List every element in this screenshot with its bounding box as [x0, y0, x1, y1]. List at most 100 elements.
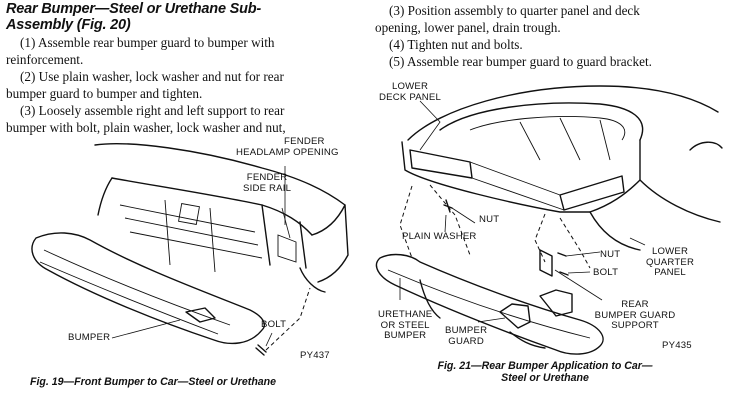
- step-line: (5) Assemble rear bumper guard to guard …: [389, 54, 652, 69]
- leader-nut1: [451, 207, 476, 224]
- fig21-label-bolt: BOLT: [593, 267, 619, 278]
- section-heading: Rear Bumper—Steel or Urethane Sub- Assem…: [6, 1, 356, 33]
- trunk-opening: [439, 102, 644, 141]
- step-line: (2) Use plain washer, lock washer and nu…: [20, 69, 284, 84]
- leader-quarter: [629, 237, 646, 246]
- fig19-code: PY437: [300, 350, 330, 361]
- leader-washer: [444, 214, 447, 233]
- label-line: LOWER: [651, 246, 689, 257]
- right-support-path: [534, 213, 546, 263]
- bracket: [178, 203, 200, 225]
- leader-bumper: [111, 319, 181, 339]
- leader-bolt: [265, 332, 273, 347]
- leader-rail: [281, 207, 291, 239]
- fender-lower: [299, 267, 326, 293]
- fig19-label-headlamp: FENDER HEADLAMP OPENING: [236, 136, 339, 158]
- label-line: SUPPORT: [611, 320, 659, 331]
- leader-support: [554, 269, 603, 301]
- grille-left: [97, 177, 113, 216]
- step-line: bumper with bolt, plain washer, lock was…: [6, 120, 286, 135]
- leader-nut2: [565, 251, 601, 257]
- side-rail: [277, 234, 297, 263]
- bumper-end-left: [419, 279, 441, 319]
- rear-bumper-outline: [375, 253, 604, 355]
- fender-edge: [311, 204, 349, 283]
- left-taillamp: [409, 149, 473, 179]
- guard-support: [539, 249, 553, 277]
- step-line: (4) Tighten nut and bolts.: [389, 37, 523, 52]
- fig21-label-deck: LOWER DECK PANEL: [379, 81, 442, 103]
- fig19-label-bolt: BOLT: [261, 319, 287, 330]
- nut-left: [443, 199, 453, 213]
- caption-line: Fig. 21—Rear Bumper Application to Car—: [437, 360, 653, 372]
- label-line: QUARTER: [646, 256, 695, 268]
- bumper-bracket: [185, 307, 216, 323]
- label-line: DECK PANEL: [379, 91, 442, 103]
- fig21-label-guard: BUMPER GUARD: [445, 325, 488, 347]
- right-bolt-path: [559, 217, 591, 269]
- label-line: PANEL: [654, 267, 686, 278]
- label-line: SIDE RAIL: [243, 182, 292, 194]
- bolt-path: [265, 287, 311, 351]
- label-line: FENDER: [246, 172, 288, 183]
- bolt: [255, 344, 267, 356]
- label-line: REAR: [621, 299, 649, 310]
- label-line: LOWER: [391, 81, 429, 92]
- grille-side: [261, 204, 307, 269]
- fig21-code: PY435: [662, 340, 692, 351]
- left-steps: (1) Assemble rear bumper guard to bumper…: [6, 34, 356, 136]
- grille-bars: [119, 204, 263, 259]
- wheel-arch: [689, 141, 723, 151]
- trunk-ribs: [519, 117, 611, 161]
- fig21-label-urethane: URETHANE OR STEEL BUMPER: [378, 309, 433, 342]
- deck-panel: [401, 139, 641, 213]
- front-bumper-outline: [31, 232, 266, 345]
- step-line: opening, lower panel, drain trough.: [375, 20, 561, 35]
- quarter-panel: [639, 179, 721, 223]
- step-line: (3) Loosely assemble right and left supp…: [20, 103, 285, 118]
- bumper-guard-left: [499, 303, 531, 329]
- heading-line-2: Assembly (Fig. 20): [6, 17, 131, 33]
- right-taillamp: [559, 175, 625, 211]
- caption-line: Steel or Urethane: [501, 372, 589, 384]
- heading-line-1: Rear Bumper—Steel or Urethane Sub-: [6, 1, 262, 17]
- label-line: BUMPER GUARD: [594, 309, 676, 321]
- roof-line: [407, 85, 719, 141]
- nut-bolt-right: [557, 252, 569, 276]
- label-line: BUMPER: [384, 330, 427, 341]
- label-line: BUMPER: [445, 325, 488, 336]
- fig21-label-support: REAR BUMPER GUARD SUPPORT: [580, 299, 690, 332]
- left-bolt-path: [429, 184, 471, 256]
- fig19-caption: Fig. 19—Front Bumper to Car—Steel or Ure…: [30, 376, 277, 388]
- label-line: URETHANE: [378, 309, 433, 320]
- fig21-caption: Fig. 21—Rear Bumper Application to Car— …: [395, 360, 695, 384]
- bumper-crease: [43, 249, 231, 326]
- step-line: (3) Position assembly to quarter panel a…: [389, 3, 640, 18]
- rear-bumper-crease: [387, 269, 591, 339]
- leader-deck: [419, 100, 441, 151]
- label-line: FENDER: [284, 136, 325, 147]
- leader-guard: [477, 317, 506, 323]
- step-line: reinforcement.: [6, 52, 84, 67]
- fig19-label-rail: FENDER SIDE RAIL: [243, 172, 292, 194]
- trunk-inner: [469, 116, 626, 141]
- fig21-label-quarter: LOWER QUARTER PANEL: [646, 246, 695, 279]
- fig21-label-washer: PLAIN WASHER: [402, 231, 477, 242]
- right-steps: (3) Position assembly to quarter panel a…: [375, 2, 735, 70]
- fig21-label-nut1: NUT: [479, 214, 500, 225]
- step-line: bumper guard to bumper and tighten.: [6, 86, 203, 101]
- lamp-panel: [469, 161, 565, 211]
- bumper-guard-right: [539, 289, 573, 317]
- step-line: (1) Assemble rear bumper guard to bumper…: [20, 35, 275, 50]
- left-support-path: [399, 185, 413, 259]
- fig21-label-nut2: NUT: [600, 249, 621, 260]
- label-line: OR STEEL: [380, 319, 430, 331]
- label-line: HEADLAMP OPENING: [236, 146, 339, 158]
- leader-bolt2: [567, 271, 591, 274]
- fig19-label-bumper: BUMPER: [68, 332, 111, 343]
- grille-top: [111, 177, 313, 236]
- quarter-lower: [589, 211, 641, 251]
- bumper-lower-crease: [39, 261, 219, 335]
